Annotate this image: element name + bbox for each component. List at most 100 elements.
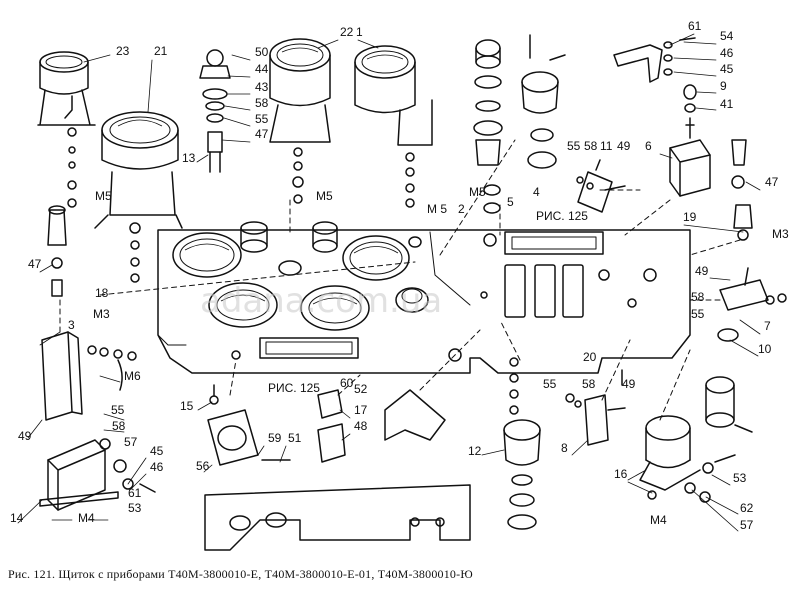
callout-label-n55a: 55 bbox=[255, 112, 269, 126]
callout-label-n9: 9 bbox=[720, 79, 727, 93]
lamp-10 bbox=[705, 328, 753, 433]
callout-label-n58b: 58 bbox=[584, 139, 598, 153]
relay-3 bbox=[41, 331, 137, 421]
switch-stack-2 bbox=[473, 39, 503, 214]
callout-label-n57b: 57 bbox=[740, 518, 754, 532]
callout-label-n51: 51 bbox=[288, 431, 302, 445]
callout-label-n41: 41 bbox=[720, 97, 734, 111]
sender-16 bbox=[639, 415, 736, 503]
instrument-panel-body bbox=[157, 229, 691, 374]
callout-label-n55c: 55 bbox=[691, 307, 705, 321]
panel-gauge-lower-center bbox=[300, 285, 370, 331]
panel-gauge-lower-left bbox=[208, 282, 278, 328]
callout-label-nM5b: М5 bbox=[316, 189, 333, 203]
relay-6 bbox=[669, 117, 711, 197]
panel-lamp-housing-a bbox=[240, 221, 268, 253]
callout-label-n58d: 58 bbox=[112, 419, 126, 433]
relay-17 bbox=[317, 389, 346, 463]
lamp-47-left bbox=[47, 205, 67, 297]
switch-12 bbox=[503, 357, 541, 530]
warning-lamp-assembly bbox=[199, 49, 231, 173]
callout-label-nM5d: М5 bbox=[469, 185, 486, 199]
callout-label-n49d: 49 bbox=[622, 377, 636, 391]
callout-label-n55e: 55 bbox=[543, 377, 557, 391]
callout-label-n45a: 45 bbox=[720, 62, 734, 76]
panel-gauge-center-right bbox=[342, 235, 410, 281]
callout-label-n2: 2 bbox=[458, 202, 465, 216]
lamp-47-right bbox=[731, 139, 747, 189]
panel-slot-1 bbox=[504, 264, 526, 318]
callout-label-nM3a: М3 bbox=[772, 227, 789, 241]
callout-label-n53a: 53 bbox=[128, 501, 142, 515]
connector-19 bbox=[733, 204, 753, 241]
callout-label-n59: 59 bbox=[268, 431, 282, 445]
callout-label-n57a: 57 bbox=[124, 435, 138, 449]
callout-label-n49a: 49 bbox=[617, 139, 631, 153]
gauge-23 bbox=[37, 51, 96, 208]
callout-label-n10: 10 bbox=[758, 342, 772, 356]
watermark: adana.com.ua bbox=[200, 281, 442, 321]
callout-label-n60: 60 bbox=[340, 376, 354, 390]
callout-label-nM4a: М4 bbox=[78, 511, 95, 525]
gauge-22 bbox=[269, 38, 331, 204]
callout-label-n58e: 58 bbox=[582, 377, 596, 391]
callout-label-nRis125b: РИС. 125 bbox=[268, 381, 320, 395]
bracket-61 bbox=[613, 37, 697, 113]
callout-label-n43: 43 bbox=[255, 80, 269, 94]
callout-label-n58a: 58 bbox=[255, 96, 269, 110]
callout-label-n4: 4 bbox=[533, 185, 540, 199]
callout-label-n5: 5 bbox=[507, 195, 514, 209]
callout-label-nM6: М6 bbox=[124, 369, 141, 383]
callout-label-n8: 8 bbox=[561, 441, 568, 455]
callout-label-n18: 18 bbox=[95, 286, 109, 300]
cable-bracket bbox=[384, 389, 446, 441]
panel-label-window bbox=[504, 231, 604, 255]
callout-label-nRis125a: РИС. 125 bbox=[536, 209, 588, 223]
toggle-switch-11 bbox=[576, 159, 626, 213]
callout-label-n54: 54 bbox=[720, 29, 734, 43]
lower-mounting-plate bbox=[204, 484, 471, 551]
callout-label-n16: 16 bbox=[614, 467, 628, 481]
callout-label-n11: 11 bbox=[600, 139, 613, 153]
panel-slot-3 bbox=[562, 264, 584, 318]
callout-label-n47c: 47 bbox=[28, 257, 42, 271]
callout-label-n13: 13 bbox=[182, 151, 196, 165]
switch-8 bbox=[565, 369, 626, 446]
callout-label-n17: 17 bbox=[354, 403, 368, 417]
switch-15 bbox=[207, 384, 291, 466]
callout-label-nM3b: М3 bbox=[93, 307, 110, 321]
buzzer-14 bbox=[39, 438, 156, 511]
callout-label-n55d: 55 bbox=[111, 403, 125, 417]
callout-label-n20: 20 bbox=[583, 350, 597, 364]
callout-label-nM4b: М4 bbox=[650, 513, 667, 527]
callout-label-n3: 3 bbox=[68, 318, 75, 332]
callout-label-n19: 19 bbox=[683, 210, 697, 224]
gauge-1 bbox=[354, 45, 433, 208]
panel-slot-2 bbox=[534, 264, 556, 318]
callout-label-n14: 14 bbox=[10, 511, 24, 525]
callout-label-n7: 7 bbox=[764, 319, 771, 333]
panel-hole bbox=[408, 236, 422, 248]
switch-7 bbox=[719, 267, 787, 311]
callout-label-n61a: 61 bbox=[688, 19, 702, 33]
callout-label-n46a: 46 bbox=[720, 46, 734, 60]
callout-label-n50: 50 bbox=[255, 45, 269, 59]
callout-label-n49c: 49 bbox=[18, 429, 32, 443]
callout-label-n47a: 47 bbox=[255, 127, 269, 141]
callout-label-n55b: 55 bbox=[567, 139, 581, 153]
gauge-21 bbox=[94, 111, 183, 283]
callout-label-n49b: 49 bbox=[695, 264, 709, 278]
panel-knob bbox=[395, 287, 429, 313]
callout-label-n53b: 53 bbox=[733, 471, 747, 485]
callout-label-nM5a: М5 bbox=[95, 189, 112, 203]
switch-4 bbox=[521, 34, 566, 169]
callout-label-n47b: 47 bbox=[765, 175, 779, 189]
callout-label-n6: 6 bbox=[645, 139, 652, 153]
callout-label-n12: 12 bbox=[468, 444, 482, 458]
panel-lower-window bbox=[259, 337, 359, 359]
callout-label-n45b: 45 bbox=[150, 444, 164, 458]
callout-label-nM5c: М 5 bbox=[427, 202, 447, 216]
